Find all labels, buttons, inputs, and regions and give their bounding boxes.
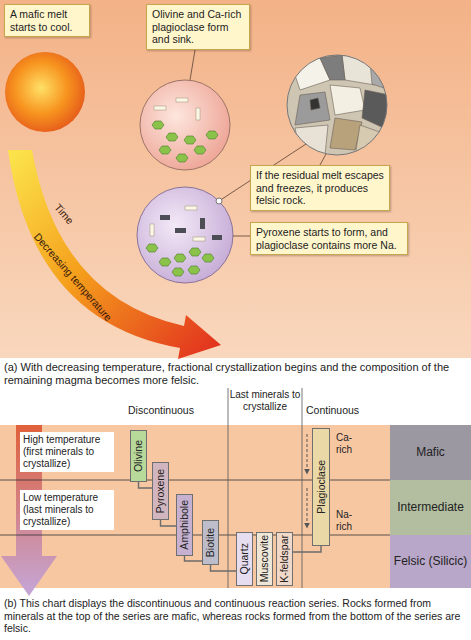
- node-text: High temperature (first minerals to crys…: [23, 434, 111, 470]
- column-header: Last minerals to crystallize: [228, 389, 302, 413]
- node-text: If the residual melt escapes and freezes…: [256, 169, 384, 207]
- pyroxene-crystal: [200, 218, 205, 229]
- trend-arrow: [307, 488, 308, 528]
- mineral-box: Biotite: [202, 520, 219, 565]
- series-connector: [139, 482, 153, 488]
- node-text: Plagioclase: [316, 460, 327, 514]
- mineral-box: K-feldspar: [276, 532, 293, 586]
- plagioclase-crystal: [154, 106, 166, 110]
- divider-line: [0, 535, 390, 536]
- composition-band: Felsic (Silicic): [390, 535, 471, 588]
- panel-caption: (a) With decreasing temperature, fractio…: [4, 361, 467, 387]
- node-text: Mafic: [416, 445, 445, 459]
- rock-grain: [320, 55, 345, 80]
- node-text: Intermediate: [397, 500, 464, 514]
- rock-outline: [287, 55, 387, 155]
- rock-grain: [295, 92, 330, 125]
- series-connector: [211, 565, 237, 571]
- melt-circle: [137, 187, 233, 283]
- figure-caption: (b) This chart displays the discontinuou…: [4, 597, 467, 635]
- olivine-crystal: [176, 154, 188, 162]
- series-connector: [293, 546, 321, 552]
- mineral-box: Olivine: [130, 430, 147, 482]
- column-line: [228, 388, 229, 588]
- rock-grain: [310, 98, 320, 110]
- temperature-box: Low temperature (last minerals to crysta…: [20, 490, 114, 530]
- leader-dot: [216, 198, 222, 204]
- node-text: Felsic (Silicic): [394, 554, 467, 568]
- olivine-crystal: [159, 146, 171, 154]
- olivine-crystal: [188, 266, 200, 274]
- series-connector: [161, 520, 177, 526]
- chart-background: [0, 425, 390, 588]
- olivine-crystal: [159, 258, 171, 266]
- node-text: Amphibole: [179, 500, 190, 550]
- composition-band: Mafic: [390, 425, 471, 480]
- mineral-box: Amphibole: [176, 494, 193, 556]
- rock-grain: [356, 125, 388, 158]
- end-member-label: Ca-rich: [336, 432, 366, 456]
- column-header: Discontinuous: [128, 404, 194, 417]
- mineral-box: Muscovite: [256, 532, 273, 586]
- leader-line: [190, 50, 195, 80]
- divider-line: [0, 480, 390, 481]
- trend-arrow: [307, 434, 308, 474]
- olivine-crystal: [146, 244, 158, 252]
- olivine-crystal: [152, 121, 164, 129]
- column-line: [302, 388, 303, 588]
- temperature-box: High temperature (first minerals to crys…: [20, 432, 114, 472]
- column-header: Continuous: [306, 404, 359, 417]
- composition-band: Intermediate: [390, 480, 471, 535]
- node-text: Biotite: [205, 528, 216, 557]
- melt-circle: [5, 52, 85, 132]
- node-text: Olivine: [133, 440, 144, 472]
- plagioclase-crystal: [176, 98, 188, 102]
- plagioclase-crystal: [196, 108, 200, 120]
- panel-background: [0, 0, 471, 358]
- leader-line: [233, 236, 250, 237]
- olivine-crystal: [184, 136, 196, 144]
- olivine-crystal: [166, 133, 178, 141]
- end-member-label: Na-rich: [336, 509, 366, 533]
- node-text: Low temperature (last minerals to crysta…: [23, 492, 111, 528]
- pyroxene-crystal: [175, 228, 186, 233]
- olivine-crystal: [206, 131, 218, 139]
- plagioclase-crystal: [150, 224, 154, 236]
- pyroxene-crystal: [212, 235, 222, 240]
- pyroxene-crystal: [160, 215, 170, 220]
- callout-box: A mafic melt starts to cool.: [4, 4, 90, 37]
- rock-grain: [330, 85, 365, 115]
- node-text: Quartz: [239, 543, 250, 575]
- mineral-box: Pyroxene: [152, 462, 169, 520]
- callout-box: Olivine and Ca-rich plagioclase form and…: [146, 4, 250, 50]
- rock-grain: [295, 125, 328, 155]
- node-text: Pyroxene starts to form, and plagioclase…: [256, 226, 402, 251]
- node-text: A mafic melt starts to cool.: [10, 8, 84, 33]
- node-text: Olivine and Ca-rich plagioclase form and…: [152, 8, 244, 46]
- plagioclase-crystal: [193, 237, 205, 241]
- olivine-crystal: [194, 146, 206, 154]
- olivine-crystal: [172, 268, 184, 276]
- mineral-box: Quartz: [236, 532, 253, 586]
- series-connector: [185, 556, 203, 561]
- olivine-crystal: [202, 254, 214, 262]
- plagioclase-crystal: [185, 206, 197, 210]
- node-text: K-feldspar: [279, 535, 290, 583]
- rock-grain: [370, 62, 386, 88]
- olivine-crystal: [174, 254, 186, 262]
- callout-box: Pyroxene starts to form, and plagioclase…: [250, 222, 408, 255]
- melt-circle: [140, 80, 230, 170]
- callout-box: If the residual melt escapes and freezes…: [250, 165, 390, 211]
- olivine-crystal: [189, 248, 201, 256]
- mineral-box: Plagioclase: [312, 428, 330, 546]
- rock-texture: [290, 55, 390, 158]
- node-text: Pyroxene: [155, 469, 166, 513]
- node-text: Muscovite: [259, 535, 270, 582]
- leader-line: [320, 154, 326, 165]
